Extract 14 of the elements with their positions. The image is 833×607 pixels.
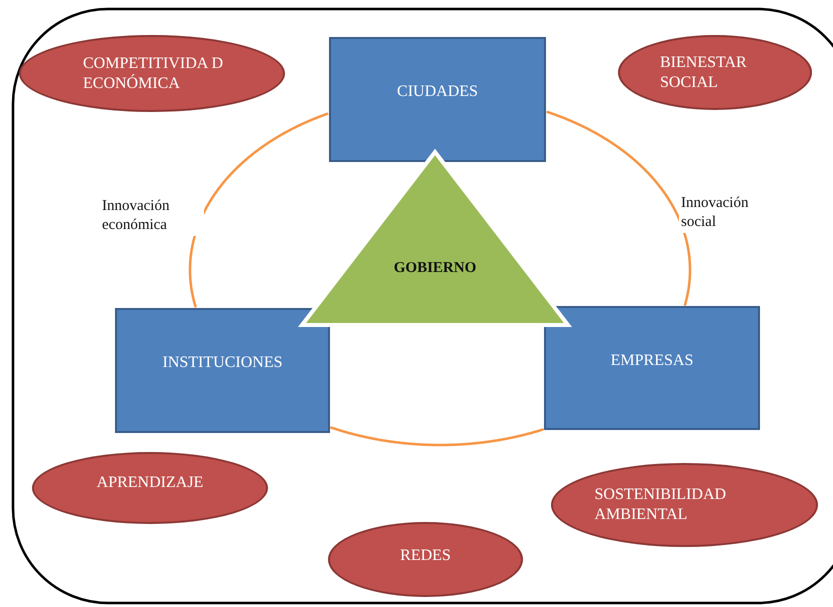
process-box bbox=[329, 37, 546, 162]
process-box bbox=[544, 306, 760, 430]
connector-arc bbox=[546, 110, 692, 306]
connector-arc bbox=[188, 112, 329, 308]
node-label: COMPETITIVIDA D ECONÓMICA bbox=[83, 54, 224, 94]
node-label: APRENDIZAJE bbox=[96, 473, 204, 493]
node-label: CIUDADES bbox=[397, 83, 478, 101]
node-label: BIENESTAR SOCIAL bbox=[660, 52, 748, 92]
node-label: INSTITUCIONES bbox=[162, 354, 282, 372]
process-box bbox=[115, 308, 330, 433]
node-label: SOSTENIBILIDAD AMBIENTAL bbox=[594, 485, 728, 525]
connector-arc bbox=[330, 426, 544, 446]
node-label: REDES bbox=[400, 546, 451, 566]
node-label: EMPRESAS bbox=[610, 352, 694, 370]
